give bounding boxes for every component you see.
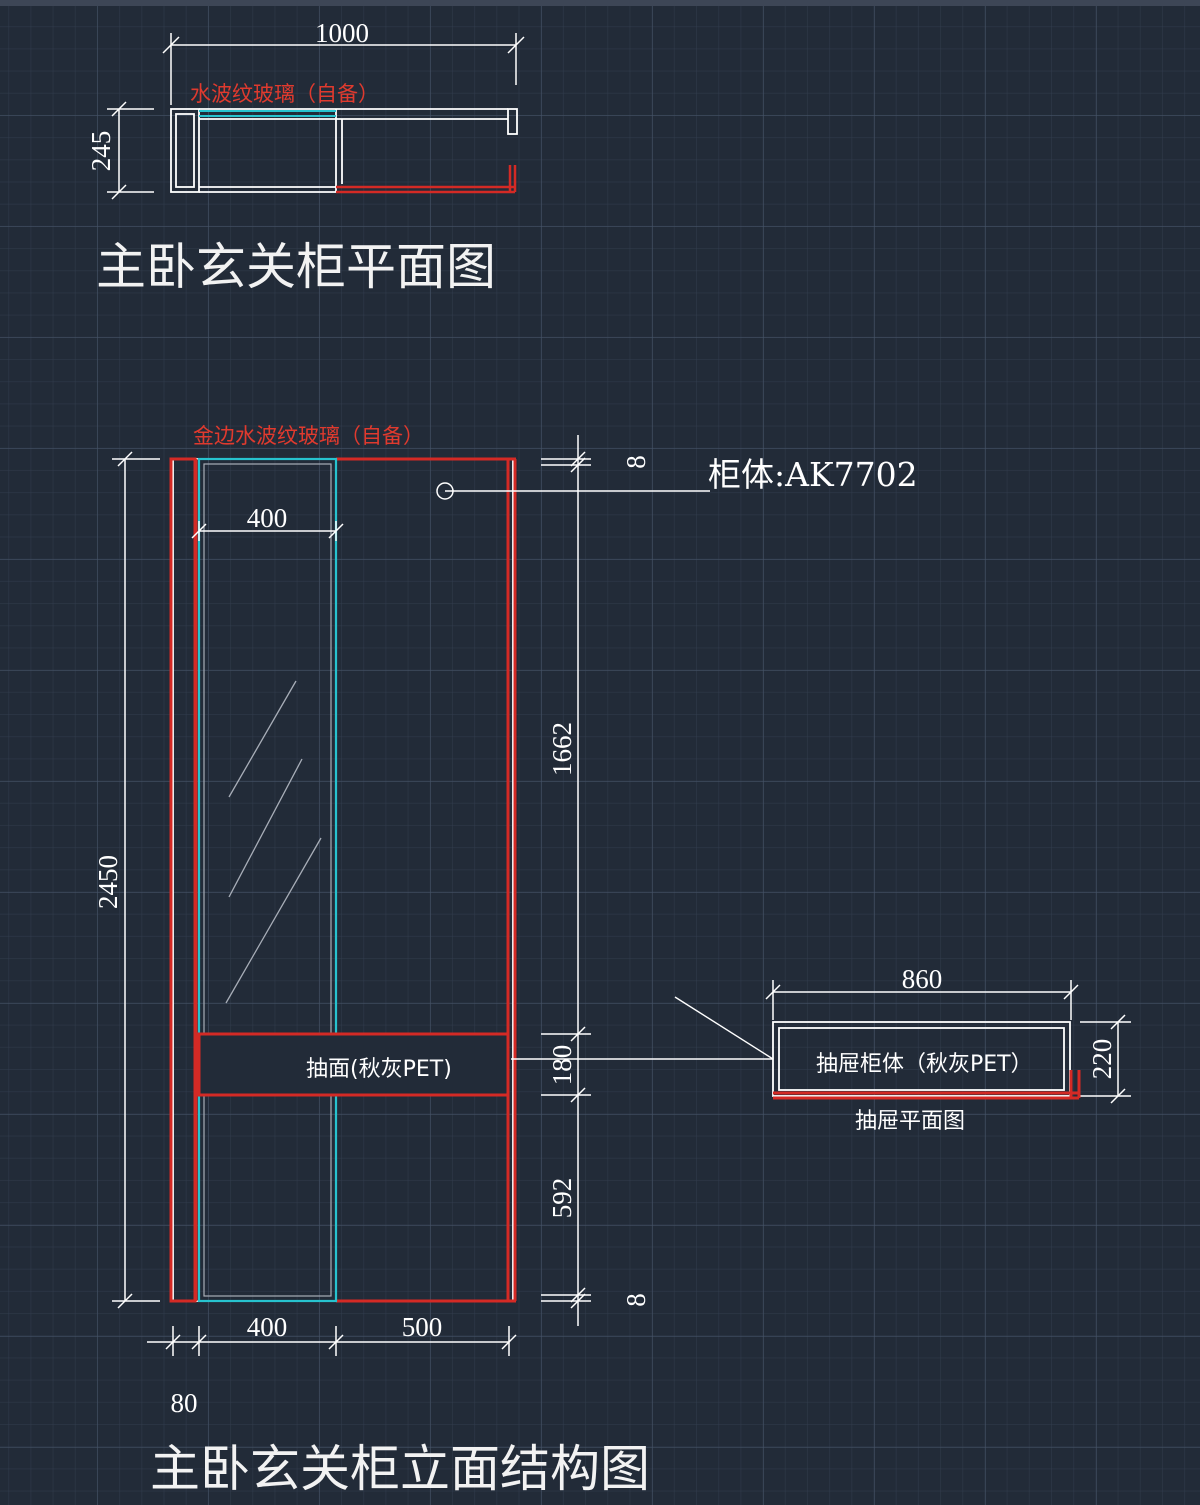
dim-lower-section: 592 [547, 1178, 577, 1219]
drawer-face-label: 抽面(秋灰PET) [306, 1057, 452, 1082]
elevation-view-title: 主卧玄关柜立面结构图 [150, 1440, 650, 1498]
drawer-width-dimension [765, 980, 1079, 1020]
top-border [0, 0, 1200, 6]
plan-glass-note: 水波纹玻璃（自备） [190, 82, 379, 106]
cabinet-white-outline [172, 458, 514, 1302]
drawer-plan-title: 抽屉平面图 [855, 1109, 965, 1134]
plan-width-dimension [162, 33, 525, 105]
drawer-body-outline [772, 1021, 1071, 1097]
elevation-view: 金边水波纹玻璃（自备） 2450 [93, 424, 918, 1498]
plan-width-label: 1000 [315, 18, 369, 48]
drawer-face [197, 1032, 510, 1097]
bottom-dim-glass: 400 [247, 1312, 288, 1342]
height-dimension [112, 451, 160, 1309]
right-dimension-chain [541, 435, 591, 1326]
drawer-depth-dimension [1080, 1014, 1131, 1104]
cabinet-label: 柜体:AK7702 [708, 455, 918, 494]
dim-top-gap: 8 [621, 455, 651, 469]
plan-view-title: 主卧玄关柜平面图 [96, 238, 496, 296]
plan-cabinet-outline [170, 108, 518, 193]
plan-depth-dimension [107, 101, 154, 200]
glass-panel [197, 457, 338, 1303]
plan-view: 1000 245 [86, 18, 525, 296]
elevation-glass-note: 金边水波纹玻璃（自备） [193, 424, 424, 448]
dim-upper-section: 1662 [547, 722, 577, 776]
bottom-dim-side: 80 [171, 1388, 198, 1418]
bottom-dimension-chain [147, 1326, 517, 1356]
cabinet-side-panel [169, 457, 198, 1303]
drawer-front-panel [773, 1070, 1081, 1100]
drawer-width-label: 860 [902, 964, 943, 994]
plan-depth-label: 245 [86, 131, 116, 172]
plan-door-panel [336, 165, 517, 194]
dim-bottom-gap: 8 [621, 1293, 651, 1307]
cabinet-right-door [336, 457, 517, 1303]
drawer-body-label: 抽屉柜体（秋灰PET） [816, 1052, 1033, 1077]
height-total-label: 2450 [93, 855, 123, 909]
glass-width-dimension [191, 521, 344, 541]
drawer-leader [511, 996, 774, 1060]
plan-glass-line [199, 110, 336, 117]
bottom-dim-door: 500 [402, 1312, 443, 1342]
cabinet-leader [436, 482, 710, 500]
glass-hatch [225, 680, 322, 1004]
glass-width-label: 400 [247, 503, 288, 533]
drawer-depth-label: 220 [1087, 1039, 1117, 1080]
drawer-plan: 860 220 抽屉柜体（秋灰PET） 抽屉平面图 [511, 964, 1131, 1134]
dim-drawer-height: 180 [547, 1045, 577, 1086]
